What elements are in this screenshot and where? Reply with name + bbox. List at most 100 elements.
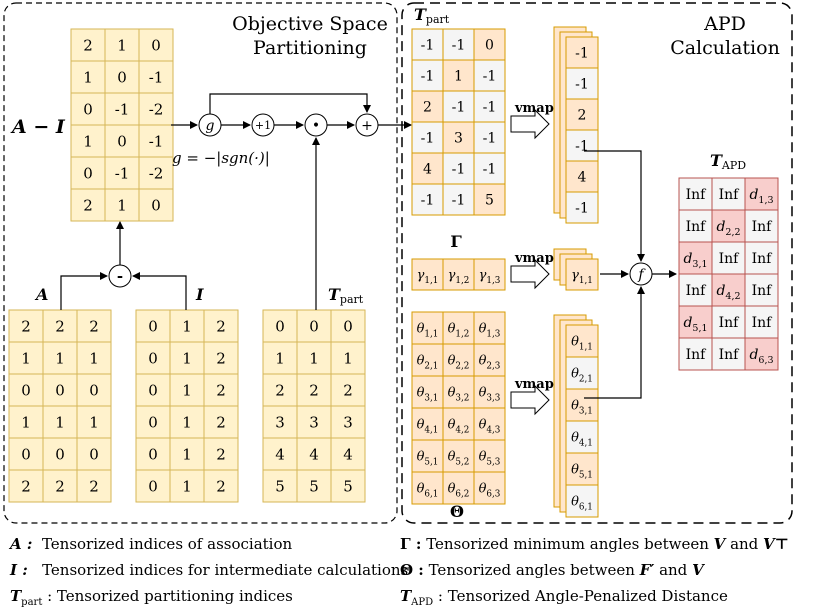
a-cell	[76, 469, 112, 503]
t-apd-value: Inf	[686, 347, 708, 363]
connectors	[60, 93, 677, 399]
t-part-left-value: 2	[309, 381, 319, 399]
a-minus-i-cell	[70, 92, 106, 126]
t-part-right-cell	[473, 59, 506, 92]
a-minus-i-value: 2	[83, 36, 93, 54]
i-cell	[203, 405, 239, 439]
a-cell	[42, 437, 78, 471]
t-part-left-cell	[330, 309, 366, 343]
a-value: 0	[55, 445, 65, 463]
theta-value: θ1,2	[448, 322, 470, 340]
gamma-cell	[473, 258, 506, 291]
edge-theta-stack-to-f	[584, 286, 645, 399]
gamma-label: Γ	[450, 232, 462, 251]
t-apd-value: d5,1	[683, 315, 707, 334]
theta-vmapped-cell	[565, 484, 599, 518]
vmap-arrows: vmap vmap vmap	[510, 101, 554, 416]
edge-i-to-minus	[132, 272, 187, 310]
t-part-left-value: 5	[309, 477, 319, 495]
t-apd-cell	[744, 273, 779, 307]
i-value: 0	[148, 349, 158, 367]
theta-cell	[442, 407, 475, 441]
t-apd-value: Inf	[719, 315, 741, 331]
g-operator-symbol: g	[206, 118, 215, 134]
theta-vmapped-cell	[565, 420, 599, 454]
t-apd-cell	[744, 209, 779, 243]
plus-one-symbol: +1	[255, 119, 271, 132]
i-cell	[169, 469, 205, 503]
a-minus-i-value: 2	[83, 196, 93, 214]
t-part-left-cell	[262, 405, 298, 439]
a-minus-i-value: 1	[117, 36, 127, 54]
theta-value: θ4,3	[479, 418, 501, 436]
theta-value: θ4,1	[417, 418, 439, 436]
t-apd-value: Inf	[752, 283, 774, 299]
gamma-value: γ1,2	[448, 268, 470, 286]
gamma-cell	[411, 258, 444, 291]
i-value: 1	[182, 381, 192, 399]
t-apd-value: d3,1	[683, 251, 707, 270]
legend-i: I : Tensorized indices for intermediate …	[10, 561, 409, 579]
a-minus-i-cell	[104, 188, 140, 222]
t-part-right-cell	[442, 121, 475, 154]
t-part-right-value: -1	[421, 38, 435, 54]
t-part-left-value: 4	[309, 445, 319, 463]
t-part-left-cell	[262, 309, 298, 343]
theta-cell	[411, 407, 444, 441]
t-part-left-cell	[330, 405, 366, 439]
t-part-right-value: 5	[485, 193, 494, 209]
vmap-label-middle: vmap	[514, 251, 554, 266]
t-apd-cell	[711, 241, 746, 275]
i-cell	[135, 405, 171, 439]
legend-theta: Θ : Tensorized angles between F′ and V	[400, 561, 704, 579]
t-apd-value: Inf	[719, 251, 741, 267]
t-part-left-cell	[262, 469, 298, 503]
gamma-value: γ1,1	[417, 268, 439, 286]
t-part-right-value: 2	[423, 100, 432, 116]
t-apd-value: d2,2	[716, 219, 740, 238]
t-apd-cell	[678, 337, 713, 371]
dot-product-symbol: •	[312, 118, 320, 134]
a-cell	[76, 405, 112, 439]
i-cell	[203, 373, 239, 407]
t-apd-cell	[711, 305, 746, 339]
t-part-right-value: -1	[483, 100, 497, 116]
t-part-right-value: -1	[421, 131, 435, 147]
t-part-vmapped-cell	[565, 98, 599, 131]
t-part-right-value: -1	[421, 193, 435, 209]
t-part-right-value: 0	[485, 38, 494, 54]
t-apd-cell	[711, 337, 746, 371]
a-value: 0	[89, 445, 99, 463]
theta-vmapped-value: θ5,1	[571, 463, 593, 481]
t-part-vmapped-value: -1	[575, 139, 589, 155]
gamma-value: γ1,3	[479, 268, 501, 286]
t-part-left-value: 3	[309, 413, 319, 431]
a-cell	[76, 341, 112, 375]
a-cell	[42, 373, 78, 407]
theta-cell	[473, 471, 506, 505]
a-minus-i-cell	[104, 92, 140, 126]
a-minus-i-value: 0	[151, 196, 161, 214]
i-cell	[169, 437, 205, 471]
i-cell	[203, 469, 239, 503]
t-part-left-value: 0	[309, 317, 319, 335]
theta-label: Θ	[450, 502, 464, 521]
theta-value: θ6,3	[479, 482, 501, 500]
a-minus-i-value: 0	[117, 68, 127, 86]
g-formula: g = −|sgn(·)|	[172, 149, 270, 167]
t-part-left-cell	[262, 341, 298, 375]
a-cell	[76, 437, 112, 471]
t-apd-value: d6,3	[749, 347, 773, 366]
t-part-left-label: Tpart	[328, 285, 364, 306]
a-label: A	[34, 285, 48, 304]
t-apd-cell	[678, 209, 713, 243]
t-part-vmapped-value: 2	[578, 108, 587, 124]
a-value: 1	[55, 349, 65, 367]
plus-symbol: +	[361, 118, 373, 134]
i-value: 1	[182, 317, 192, 335]
i-label: I	[195, 285, 204, 304]
i-value: 0	[148, 477, 158, 495]
